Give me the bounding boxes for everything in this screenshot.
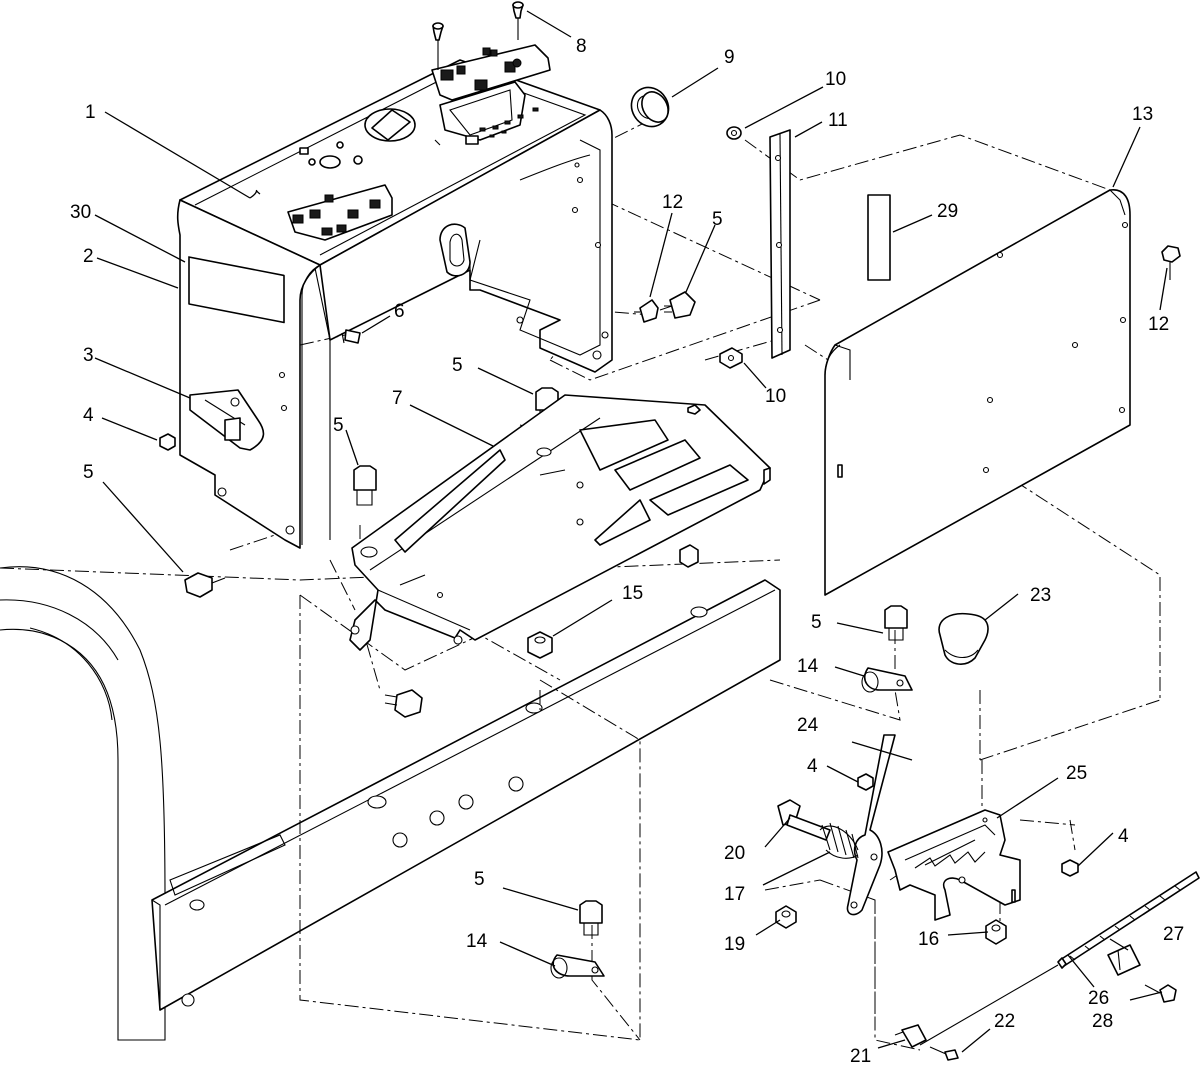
bolt-part-12-mid [634, 299, 659, 323]
leader-lines [94, 10, 1168, 1053]
callout-6: 6 [394, 301, 405, 322]
callout-28: 28 [1092, 1011, 1113, 1032]
side-panel-part-13 [824, 189, 1131, 596]
callout-5: 5 [333, 415, 344, 436]
callout-3: 3 [83, 345, 94, 366]
nut-part-4-left [159, 433, 176, 451]
frame-rail [0, 566, 781, 1041]
nut-part-10-top [726, 126, 742, 140]
callout-23: 23 [1030, 585, 1051, 606]
callout-26: 26 [1088, 988, 1109, 1009]
bolt-part-28 [1144, 984, 1177, 1003]
pin-part-22 [929, 1046, 959, 1061]
callout-5: 5 [452, 355, 463, 376]
nut-part-16 [985, 919, 1007, 945]
cable-end-part-21 [894, 1024, 927, 1048]
callout-4: 4 [807, 756, 818, 777]
callout-21: 21 [850, 1046, 871, 1067]
callout-12: 12 [1148, 314, 1169, 335]
callout-9: 9 [724, 47, 735, 68]
bolt-part-5-center [353, 465, 377, 506]
callout-5: 5 [474, 869, 485, 890]
callout-1: 1 [85, 102, 96, 123]
callout-22: 22 [994, 1011, 1015, 1032]
callout-24: 24 [797, 715, 819, 736]
callout-4: 4 [1118, 826, 1129, 847]
mounting-plate-part-7 [349, 394, 771, 651]
bolt-part-5-under [384, 689, 423, 718]
clip-part-14-upper [861, 667, 913, 693]
callout-labels: 1 2 3 4 4 4 5 5 5 5 5 5 6 7 8 9 10 10 11… [70, 36, 1184, 1067]
grommet-part-9 [630, 86, 670, 128]
nut-part-19 [775, 905, 797, 929]
callout-30: 30 [70, 202, 91, 223]
callout-5: 5 [83, 462, 94, 483]
clamp-part-27 [1107, 944, 1141, 976]
callout-14: 14 [797, 656, 819, 677]
callout-2: 2 [83, 246, 94, 267]
clip-part-14-lower [550, 954, 605, 979]
bolt-part-5-left [184, 572, 226, 598]
callout-8: 8 [576, 36, 587, 57]
bolt-part-20 [777, 799, 831, 841]
nut-part-15 [527, 631, 553, 659]
callout-10: 10 [765, 386, 786, 407]
screws-part-8 [432, 1, 524, 70]
callout-4: 4 [83, 405, 94, 426]
nut-part-4-right [1061, 859, 1079, 877]
knob-part-23 [938, 613, 989, 665]
shift-bracket-part-25 [887, 809, 1021, 921]
callout-5: 5 [811, 612, 822, 633]
bolt-part-5-bottom [579, 900, 603, 936]
screw-part-6 [341, 329, 361, 344]
callout-19: 19 [724, 934, 745, 955]
lever-part-24 [846, 734, 896, 916]
spring-part-17 [819, 822, 859, 859]
callout-27: 27 [1163, 924, 1184, 945]
bolt-part-5-mid [664, 291, 696, 319]
nut-part-4-mid [857, 773, 874, 791]
assembly-center-lines [0, 119, 1161, 1051]
callout-10: 10 [825, 69, 846, 90]
callout-15: 15 [622, 583, 643, 604]
control-panel-housing [176, 44, 613, 549]
callout-17: 17 [724, 884, 745, 905]
callout-29: 29 [937, 201, 958, 222]
callout-16: 16 [918, 929, 939, 950]
nut-part-10-lower [719, 347, 743, 369]
callout-20: 20 [724, 843, 745, 864]
callout-25: 25 [1066, 763, 1087, 784]
switch-decals-top [431, 44, 551, 138]
bolt-part-5-right [884, 605, 908, 641]
cable-part-26 [919, 871, 1200, 1046]
bolt-part-12-right [1161, 245, 1181, 280]
bracket-part-11 [769, 129, 791, 359]
switch-decals-front [287, 184, 393, 241]
callout-14: 14 [466, 931, 488, 952]
callout-13: 13 [1132, 104, 1153, 125]
callout-11: 11 [828, 110, 848, 131]
callout-5: 5 [712, 209, 723, 230]
callout-12: 12 [662, 192, 683, 213]
latch-part-3 [189, 389, 265, 451]
callout-7: 7 [392, 388, 403, 409]
